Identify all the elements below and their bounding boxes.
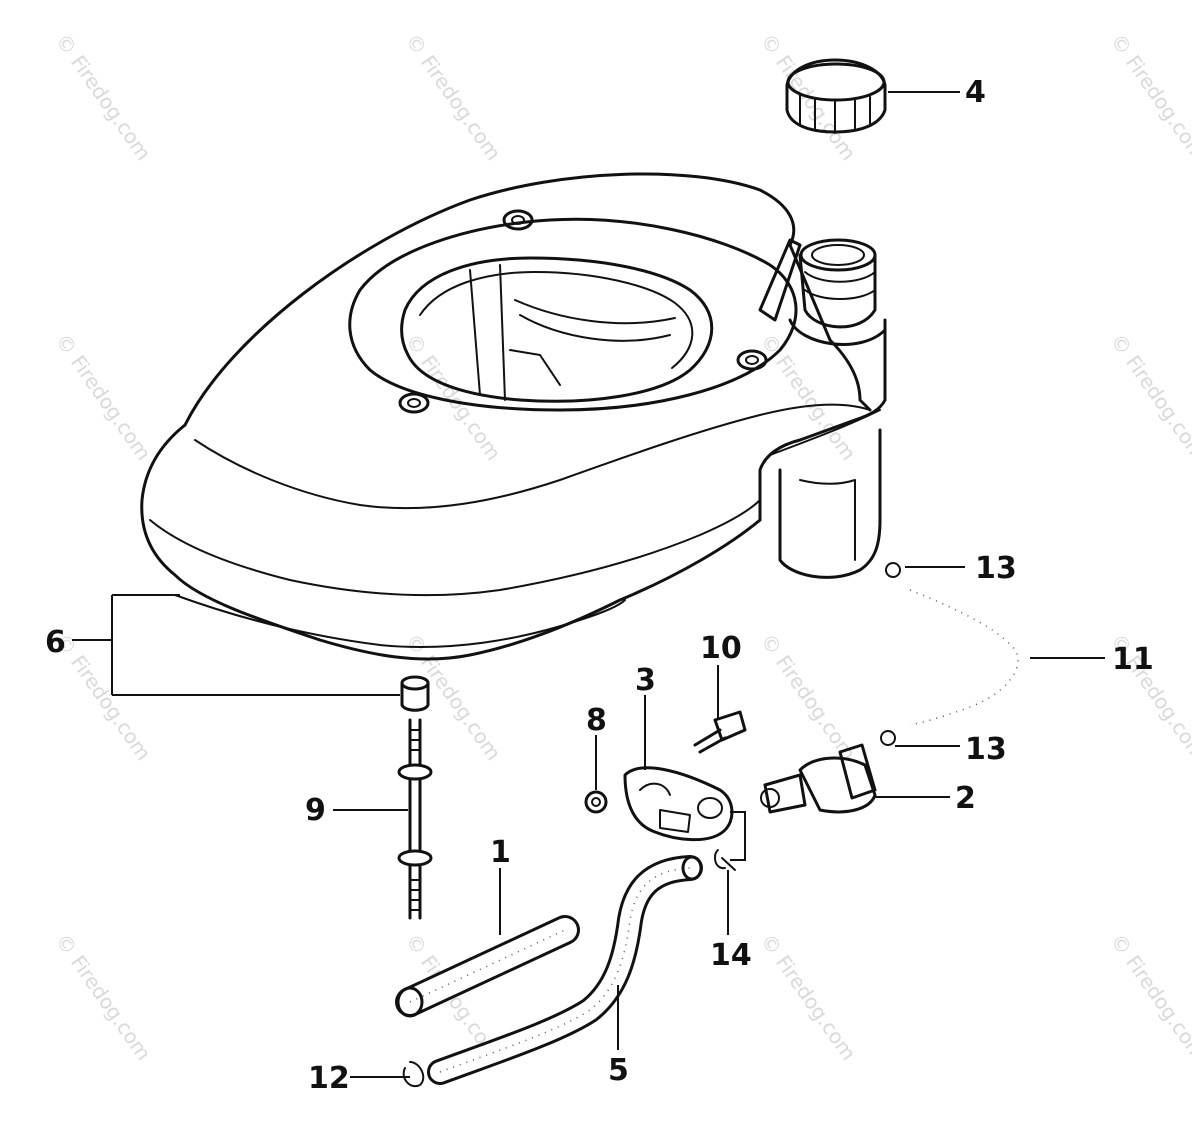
callout-part-5: 5 [608,1053,629,1088]
hose-5-drawing [427,849,736,1085]
fuel-tank-drawing [140,172,887,661]
callout-part-6: 6 [45,625,66,660]
callout-part-13: 13 [965,732,1007,767]
callout-part-14: 14 [710,938,752,973]
bracket-drawing [623,766,734,842]
watermark-text: © Firedog.com [51,329,156,465]
leader-lines [72,91,1105,1078]
callout-part-11: 11 [1112,642,1154,677]
callout-part-13: 13 [975,551,1017,586]
fuel-valve-drawing [760,743,877,814]
callout-part-9: 9 [305,793,326,828]
watermark-text: © Firedog.com [401,29,506,165]
hose-1-drawing [395,915,580,1018]
watermark-text: © Firedog.com [1106,29,1192,165]
callout-part-12: 12 [308,1061,350,1096]
nut-8-drawing [584,790,608,814]
watermark-text: © Firedog.com [51,629,156,765]
callout-part-3: 3 [635,663,656,698]
watermark-text: © Firedog.com [756,929,861,1065]
watermark-text: © Firedog.com [1106,329,1192,465]
callout-part-1: 1 [490,835,511,870]
watermark-text: © Firedog.com [1106,929,1192,1065]
hose-11-drawing [880,562,1026,746]
stud-9-drawing [397,675,433,920]
clip-12-drawing [402,1061,425,1088]
watermark-text: © Firedog.com [51,29,156,165]
callout-part-10: 10 [700,631,742,666]
bolt-10-drawing [693,710,747,754]
watermark-text: © Firedog.com [756,329,861,465]
watermark-text: © Firedog.com [756,629,861,765]
callout-part-8: 8 [586,703,607,738]
callout-labels: 4 13 11 13 2 10 3 8 6 9 1 14 5 12 [45,75,1154,1096]
callout-part-4: 4 [965,75,986,110]
callout-part-2: 2 [955,781,976,816]
fuel-cap-drawing [785,58,887,134]
watermark-text: © Firedog.com [51,929,156,1065]
